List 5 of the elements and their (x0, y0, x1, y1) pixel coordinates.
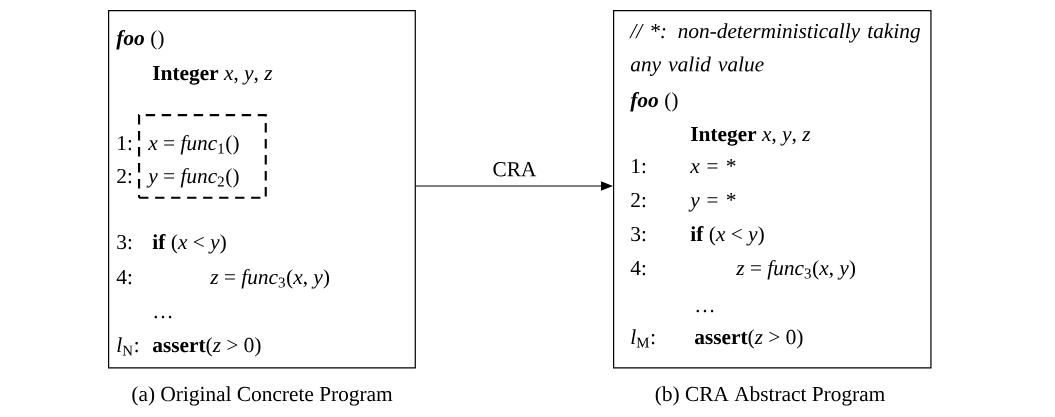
node-label: (b) CRA Abstract Program (655, 386, 885, 406)
node-label: (a) Original Concrete Program (132, 386, 393, 406)
program-box: // *: non-deterministically taking any valid value foo () Integer x, y, z 1: x = * 2: y = * 3: if (x < y) 4: z = func$_{3}$(x, y) … l$_{M}$: assert(z > 0) (613, 10, 932, 369)
dashed-code-box: x = func$_{1}$() y = func$_{2}$() (138, 114, 267, 199)
edge-label: CRA (493, 162, 537, 177)
